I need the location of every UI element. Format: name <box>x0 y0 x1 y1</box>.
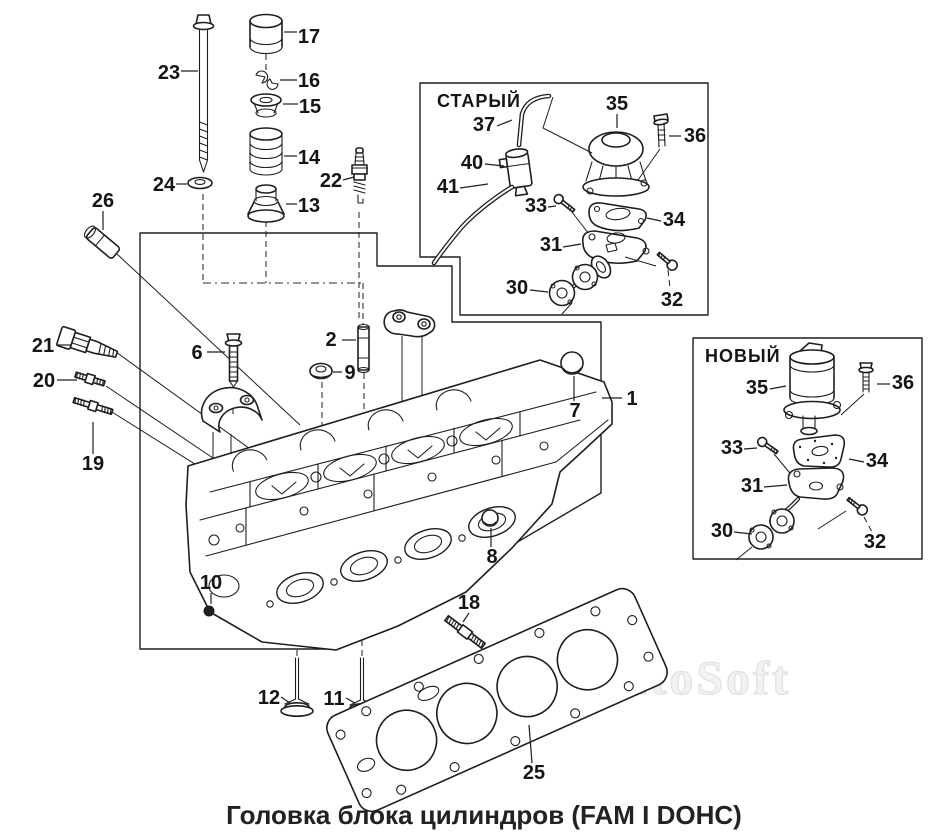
old-vacuum-hose-37 <box>516 93 593 154</box>
part-22-spark-plug <box>351 147 368 204</box>
callout-new-33: 33 <box>721 437 743 459</box>
part-20-stud <box>74 371 106 387</box>
leader-lines <box>56 31 890 764</box>
part-12-valve <box>280 657 314 717</box>
old-hose-41 <box>431 184 515 266</box>
callout-old-40: 40 <box>461 152 483 174</box>
diagram-caption: Головка блока цилиндров (FAM I DOHC) <box>226 800 742 830</box>
callout-new-30: 30 <box>711 520 733 542</box>
part-13-valve-stem-seal <box>247 184 285 223</box>
callout-new-31: 31 <box>741 475 763 497</box>
callout-old-37: 37 <box>473 114 495 136</box>
part-25-head-gasket <box>326 587 668 813</box>
callout-24: 24 <box>153 174 176 196</box>
callout-10: 10 <box>200 572 222 594</box>
new-gasket-30 <box>735 508 795 561</box>
callout-new-34: 34 <box>866 450 889 472</box>
part-24-washer <box>187 176 213 190</box>
callout-14: 14 <box>298 147 321 169</box>
inset-box-old: СТАРЫЙ <box>419 82 709 316</box>
part-15-spring-retainer <box>250 93 282 118</box>
callout-1: 1 <box>626 388 637 410</box>
callout-13: 13 <box>298 195 320 217</box>
callout-22: 22 <box>320 170 342 192</box>
callout-12: 12 <box>258 687 280 709</box>
new-gasket-34 <box>792 434 846 468</box>
part-21-temp-sensor <box>56 325 119 358</box>
callout-labels: 23 17 16 15 14 13 22 24 26 21 20 19 6 2 … <box>32 26 914 784</box>
callout-21: 21 <box>32 335 54 357</box>
callout-7: 7 <box>569 400 580 422</box>
new-bolt-32 <box>846 496 869 516</box>
part-18-stud <box>444 614 486 650</box>
callout-8: 8 <box>486 546 497 568</box>
callout-old-34: 34 <box>663 209 686 231</box>
callout-new-36: 36 <box>892 372 914 394</box>
part-19-stud <box>72 396 114 416</box>
part-14-valve-spring <box>249 127 283 176</box>
callout-old-31: 31 <box>540 234 562 256</box>
part-6-bolt <box>224 333 243 388</box>
callout-new-32: 32 <box>864 531 886 553</box>
new-bolt-33 <box>756 436 779 455</box>
callout-9: 9 <box>344 362 355 384</box>
part-camshaft-cap <box>383 309 436 338</box>
callout-old-41: 41 <box>437 176 459 198</box>
new-bolt-36 <box>840 362 874 416</box>
part-8-cup-plug <box>481 509 499 527</box>
callout-17: 17 <box>298 26 320 48</box>
callout-old-30: 30 <box>506 277 528 299</box>
callout-old-36: 36 <box>684 125 706 147</box>
old-gasket-34 <box>588 202 647 232</box>
old-egr-valve-35 <box>582 131 650 197</box>
part-9-seal-grommet <box>309 362 333 380</box>
old-32-leader-dash <box>667 269 671 289</box>
inset-old-title: СТАРЫЙ <box>437 90 521 111</box>
callout-25: 25 <box>523 762 545 784</box>
callout-old-32: 32 <box>661 289 683 311</box>
part-17-tappet <box>249 13 283 55</box>
part-16-valve-keepers <box>255 70 279 90</box>
callout-19: 19 <box>82 453 104 475</box>
part-bearing-cap <box>200 386 263 433</box>
old-bolt-33 <box>553 193 576 213</box>
new-32-leader-dash <box>863 516 873 533</box>
callout-16: 16 <box>298 70 320 92</box>
part-7-cup-plug <box>560 351 584 375</box>
inset-box-new: НОВЫЙ <box>692 337 923 560</box>
main-outline-box <box>139 232 602 650</box>
callout-15: 15 <box>299 96 321 118</box>
callout-old-33: 33 <box>525 195 547 217</box>
callout-18: 18 <box>458 592 480 614</box>
callout-20: 20 <box>33 370 55 392</box>
old-bolt-36 <box>637 113 669 181</box>
cylinder-head-body <box>185 359 613 651</box>
part-26-dowel-pin <box>83 225 121 259</box>
part-23-head-bolt <box>192 14 215 173</box>
new-32-pointer <box>817 510 847 530</box>
callout-old-35: 35 <box>606 93 628 115</box>
inset-new-title: НОВЫЙ <box>705 345 781 366</box>
new-egr-valve-35 <box>783 342 842 436</box>
old-gasket-30 <box>548 263 599 315</box>
callout-23: 23 <box>158 62 180 84</box>
callout-new-35: 35 <box>746 377 768 399</box>
old-bolt-32 <box>656 251 678 271</box>
part-2-valve-guide <box>357 323 370 374</box>
callout-11: 11 <box>323 688 344 710</box>
callout-6: 6 <box>191 342 202 364</box>
old-32-pointer <box>624 256 657 267</box>
callout-26: 26 <box>92 190 114 212</box>
callout-2: 2 <box>325 329 336 351</box>
part-10-ball-plug <box>203 605 215 617</box>
